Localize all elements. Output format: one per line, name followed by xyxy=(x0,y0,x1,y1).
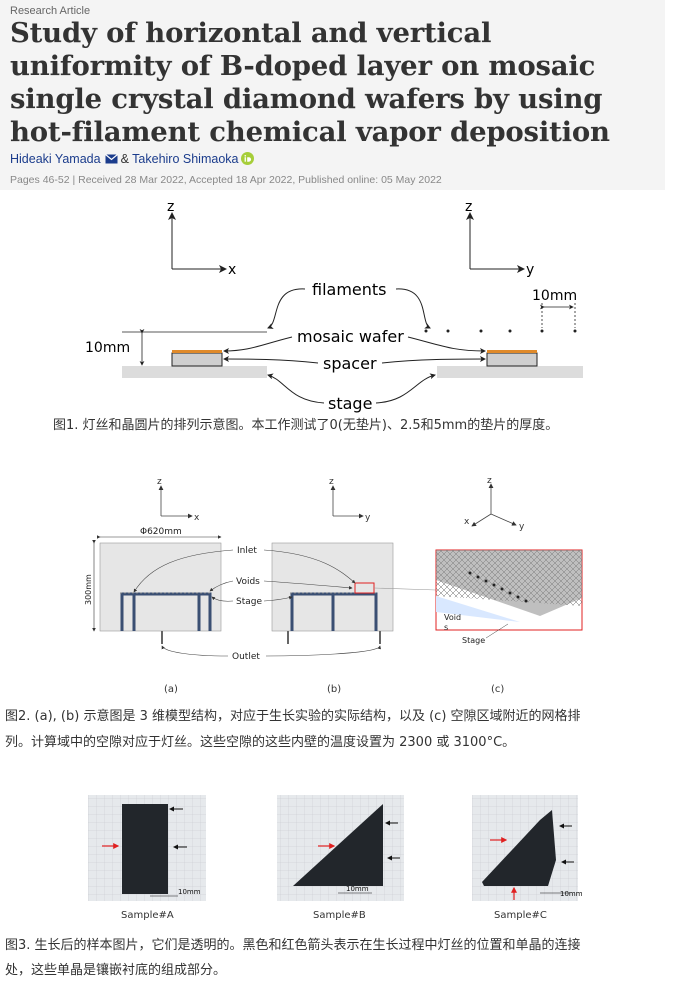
axes-panel-c xyxy=(471,483,517,527)
axes-right: z y xyxy=(465,199,534,278)
axes-panel-b xyxy=(330,485,364,519)
sample-c-scale: 10mm xyxy=(560,890,583,898)
sample-a-photo: 10mm xyxy=(88,795,206,901)
figure-2-diagram: z x z y z y x Φ620mm 300mm Void s Stage xyxy=(84,476,583,695)
spacing-label: 10mm xyxy=(532,288,577,304)
panel-c-stage-label: Stage xyxy=(462,636,485,645)
article-type: Research Article xyxy=(10,5,91,17)
panel-c-voids-label-2: s xyxy=(444,623,448,632)
sample-a-scale: 10mm xyxy=(178,888,201,896)
author-list: Hideaki Yamada & Takehiro Shimaoka xyxy=(10,152,255,166)
label-stage: stage xyxy=(328,394,372,413)
author-separator: & xyxy=(120,152,129,166)
panel-a-x: x xyxy=(194,513,200,523)
figure-3-caption-line-1: 图3. 生长后的样本图片，它们是透明的。黑色和红色箭头表示在生长过程中灯丝的位置… xyxy=(5,938,581,953)
panel-b-tag: (b) xyxy=(327,684,341,695)
axis-z-label-left: z xyxy=(167,199,174,215)
spacer-right xyxy=(486,352,538,367)
chamber-a xyxy=(99,542,222,632)
filament-dots xyxy=(424,329,577,333)
sample-b-photo: 10mm xyxy=(277,795,404,901)
inner-stage-b xyxy=(290,592,378,631)
article-header: Research Article Study of horizontal and… xyxy=(0,0,665,190)
figure-1-diagram: z x z y 10mm 10mm filaments mosaic wafer… xyxy=(85,199,583,413)
panel-b-z: z xyxy=(329,477,334,487)
leader-lines xyxy=(223,288,486,404)
stage-label: Stage xyxy=(236,597,262,607)
wafer-left xyxy=(172,350,222,353)
label-filaments: filaments xyxy=(312,280,387,299)
stage-left xyxy=(122,366,267,378)
void-dots xyxy=(468,571,528,603)
author-link-yamada[interactable]: Hideaki Yamada xyxy=(10,152,101,166)
stage-right xyxy=(437,366,583,378)
figure-1-caption: 图1. 灯丝和晶圆片的排列示意图。本工作测试了0(无垫片)、2.5和5mm的垫片… xyxy=(53,418,559,433)
figure-3-photos: 10mm Sample#A 10mm Sample#B 10mm Sample#… xyxy=(88,795,583,921)
chamber-height-label: 300mm xyxy=(84,574,93,605)
inlet-label: Inlet xyxy=(237,546,257,556)
panel-c-x: x xyxy=(464,517,470,527)
panel-a-tag: (a) xyxy=(164,684,178,695)
publication-meta: Pages 46-52 | Received 28 Mar 2022, Acce… xyxy=(10,174,442,186)
inner-stage-a xyxy=(120,592,212,631)
figure-2-caption-line-1: 图2. (a), (b) 示意图是 3 维模型结构，对应于生长实验的实际结构，以… xyxy=(5,709,581,724)
figure-2-caption-line-2: 列。计算域中的空隙对应于灯丝。这些空隙的这些内壁的温度设置为 2300 或 31… xyxy=(5,735,516,750)
article-title: Study of horizontal and vertical uniform… xyxy=(10,17,610,148)
axis-x-label-left: x xyxy=(228,262,236,278)
sample-a-label: Sample#A xyxy=(121,910,174,921)
diameter-label: Φ620mm xyxy=(140,527,182,537)
spacer-left xyxy=(171,352,223,367)
sample-b-scale: 10mm xyxy=(346,885,369,893)
label-spacer: spacer xyxy=(323,354,377,373)
author-link-shimaoka[interactable]: Takehiro Shimaoka xyxy=(132,152,239,166)
axes-left: z x xyxy=(167,199,236,278)
panel-c-z: z xyxy=(487,476,492,486)
height-label: 10mm xyxy=(85,340,130,356)
panel-c-voids-label-1: Void xyxy=(444,613,461,622)
label-mosaic-wafer: mosaic wafer xyxy=(297,327,404,346)
wafer-right xyxy=(487,350,537,353)
figure-3-caption-line-2: 处，这些单晶是镶嵌衬底的组成部分。 xyxy=(5,963,227,978)
fig2-leader-lines xyxy=(133,549,381,657)
sample-b-label: Sample#B xyxy=(313,910,366,921)
axis-y-label-right: y xyxy=(526,262,534,278)
outlet-label: Outlet xyxy=(232,652,260,662)
panel-a-z: z xyxy=(157,477,162,487)
sample-c-label: Sample#C xyxy=(494,910,547,921)
sample-c-photo: 10mm xyxy=(472,795,583,901)
orcid-icon[interactable] xyxy=(241,152,255,165)
axes-panel-a xyxy=(158,485,193,519)
email-icon[interactable] xyxy=(104,154,118,164)
axis-z-label-right: z xyxy=(465,199,472,215)
panel-c-tag: (c) xyxy=(491,684,504,695)
panel-b-y: y xyxy=(365,513,371,523)
panel-c-y: y xyxy=(519,522,525,532)
voids-label: Voids xyxy=(236,577,260,587)
